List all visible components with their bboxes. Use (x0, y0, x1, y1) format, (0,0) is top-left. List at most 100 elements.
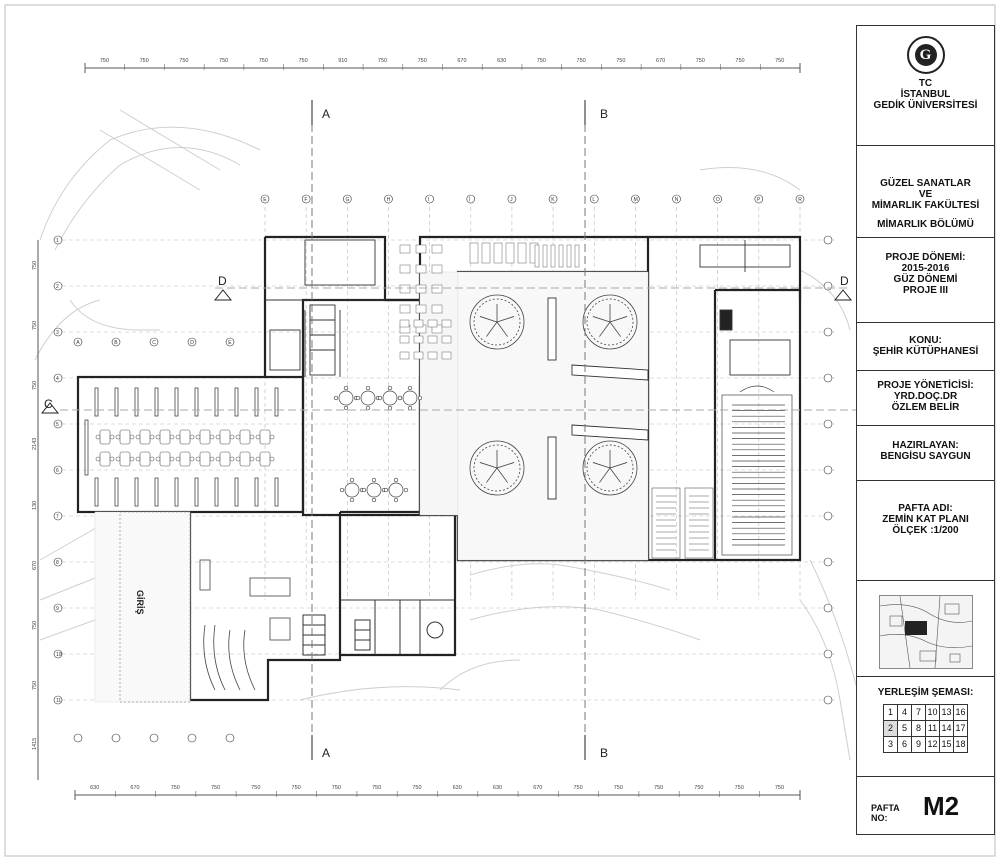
bookshelf (194, 477, 199, 507)
reading-table (159, 451, 171, 467)
top-dimension-value: 750 (696, 58, 705, 64)
grid-axis-bubble (507, 194, 517, 204)
round-table (402, 390, 418, 406)
location-grid-cell: 2 (883, 720, 898, 737)
location-grid-cell: 5 (897, 720, 912, 737)
north-table (431, 284, 443, 294)
tree-canopy (469, 294, 525, 350)
north-table (399, 351, 410, 360)
grid-axis-bubble (53, 649, 63, 659)
north-table (431, 264, 443, 274)
location-grid-cell: 11 (925, 720, 940, 737)
top-dimension-value: 750 (100, 58, 109, 64)
north-shelf (566, 244, 572, 268)
north-table (517, 242, 527, 264)
grid-axis-label: E (263, 197, 267, 203)
left-dimension-value: 130 (32, 501, 38, 510)
north-table (505, 242, 515, 264)
tree-canopy-inner (586, 298, 634, 346)
faculty-line-1: GÜZEL SANATLAR (880, 178, 971, 189)
grid-axis-label: L (592, 197, 595, 203)
chair (333, 395, 339, 401)
tree-canopy-inner (473, 444, 521, 492)
chair (339, 487, 345, 493)
location-grid-cell: 15 (939, 736, 954, 753)
section-d-right: D (840, 274, 849, 288)
chair (383, 487, 389, 493)
grid-axis-bubble (631, 194, 640, 204)
location-grid-cell: 4 (897, 704, 912, 721)
title-block: G TC İSTANBUL GEDİK ÜNİVERSİTESİ GÜZEL S… (856, 25, 995, 835)
bottom-dimension-value: 750 (332, 785, 341, 791)
grid-axis-bubble (795, 194, 805, 204)
north-shelf (542, 244, 548, 268)
north-table (399, 304, 411, 314)
north-table (413, 319, 424, 328)
top-dimension-value: 750 (140, 58, 149, 64)
wing-axis-label: A (76, 340, 80, 346)
chair (149, 434, 155, 440)
grid-axis-bubble (53, 235, 63, 245)
grid-axis-bubble (823, 649, 833, 659)
location-grid-cell: 1 (883, 704, 898, 721)
wing-axis-bubble (225, 337, 235, 347)
chair (115, 456, 121, 462)
location-grid-cell: 18 (953, 736, 968, 753)
chair (129, 434, 135, 440)
bookshelf (174, 477, 179, 507)
bottom-dimension-value: 630 (90, 785, 99, 791)
grid-axis-bubble (589, 194, 599, 204)
tree-branch (479, 462, 498, 469)
grid-axis-label: M (634, 197, 638, 203)
grid-axis-bubble (823, 557, 833, 567)
chair (95, 434, 101, 440)
section-c-label: C (44, 397, 53, 411)
bottom-dimension-value: 630 (493, 785, 502, 791)
chair (371, 497, 377, 503)
subject-line-1: KONU: (909, 335, 942, 346)
north-table (399, 244, 411, 254)
tree-branch (609, 462, 628, 469)
chair (255, 434, 261, 440)
grid-axis-label: 1 (56, 238, 59, 244)
bookshelf (154, 477, 159, 507)
bottom-dimension-value: 750 (694, 785, 703, 791)
sheet-name-line-1: PAFTA ADI: (898, 503, 953, 514)
tree-branch (496, 467, 508, 483)
chair (115, 434, 121, 440)
north-shelf (574, 244, 580, 268)
north-table (399, 335, 410, 344)
grid-axis-bubble (425, 194, 434, 204)
bookshelf (134, 387, 139, 417)
chair (195, 456, 201, 462)
north-reading-tables (399, 242, 580, 360)
chair (349, 497, 355, 503)
top-dimension-value: 670 (656, 58, 665, 64)
bookshelf (254, 387, 259, 417)
foyer-furniture (199, 559, 291, 691)
bookshelf (134, 477, 139, 507)
bottom-dimension-value: 670 (130, 785, 139, 791)
bookshelf (114, 477, 119, 507)
north-table (427, 351, 438, 360)
reading-table (99, 429, 111, 445)
chair (403, 487, 409, 493)
bottom-dimension-value: 750 (614, 785, 623, 791)
north-table (413, 335, 424, 344)
chair (269, 434, 275, 440)
top-dimension-value: 750 (616, 58, 625, 64)
tree-branch (592, 316, 611, 323)
section-mark-c (40, 402, 860, 414)
north-table (413, 351, 424, 360)
grid-axis-label: 3 (56, 330, 59, 336)
chair (155, 434, 161, 440)
round-table (382, 390, 398, 406)
grid-axis-label: 11 (56, 698, 61, 704)
grid-axis-bubble (823, 465, 833, 475)
grid-axis-bubble (53, 373, 63, 383)
